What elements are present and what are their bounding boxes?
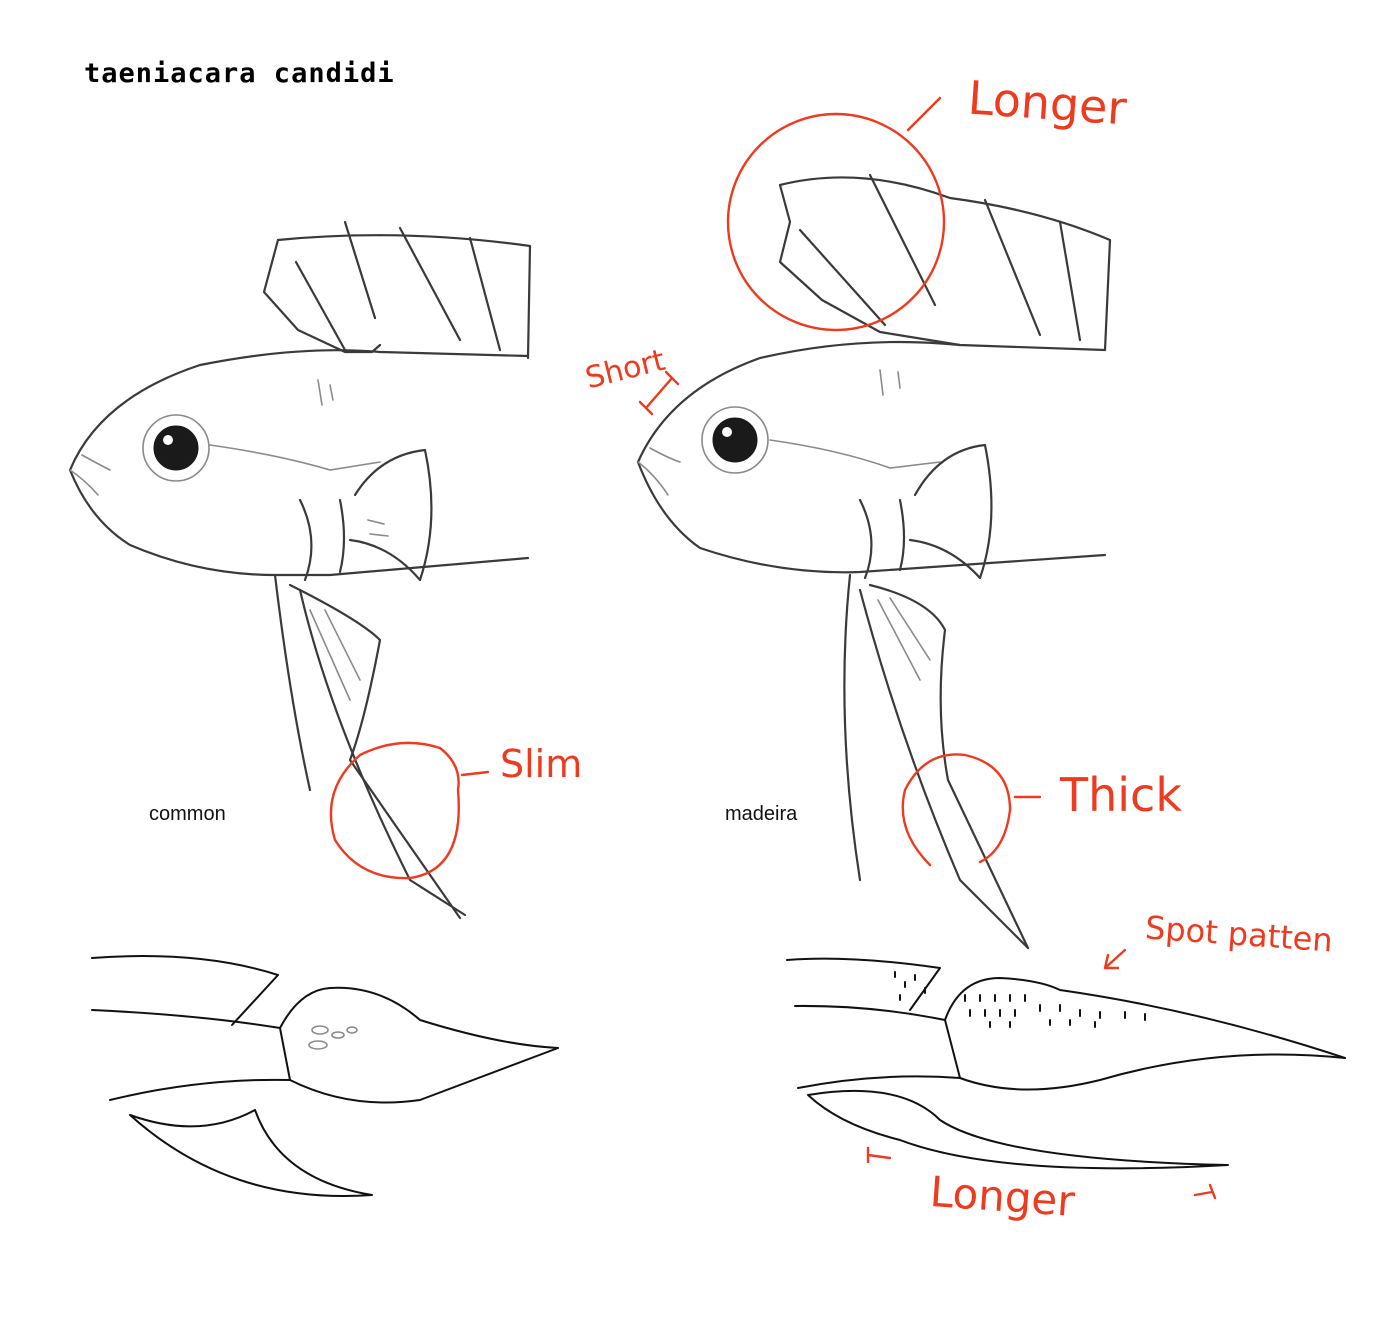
caption-madeira: madeira: [725, 803, 798, 825]
slim-pointer: [460, 770, 490, 777]
spot-arrow: [1103, 948, 1127, 970]
thick-circle: [901, 753, 1012, 867]
tail-detail-common: [91, 955, 559, 1197]
annotation-marks: [329, 96, 1217, 1200]
annotation-longer-tail: Longer: [928, 1167, 1077, 1226]
longer-fin-pointer: [906, 96, 942, 132]
tail-detail-madeira: [786, 957, 1346, 1170]
longer-fin-circle: [726, 112, 946, 332]
annotation-slim: Slim: [500, 742, 583, 786]
spot-pattern: [894, 971, 1146, 1028]
slim-circle: [329, 741, 460, 880]
longer-tail-bracket-start: [866, 1146, 892, 1164]
annotation-thick: Thick: [1060, 768, 1182, 822]
annotation-longer-fin: Longer: [966, 70, 1129, 136]
fish-common-sketch: [68, 220, 532, 920]
fish-madeira-sketch: [636, 173, 1112, 950]
longer-tail-bracket-end: [1193, 1183, 1217, 1200]
short-bracket: [638, 370, 680, 416]
caption-common: common: [149, 803, 226, 825]
page-title: taeniacara candidi: [84, 58, 395, 89]
